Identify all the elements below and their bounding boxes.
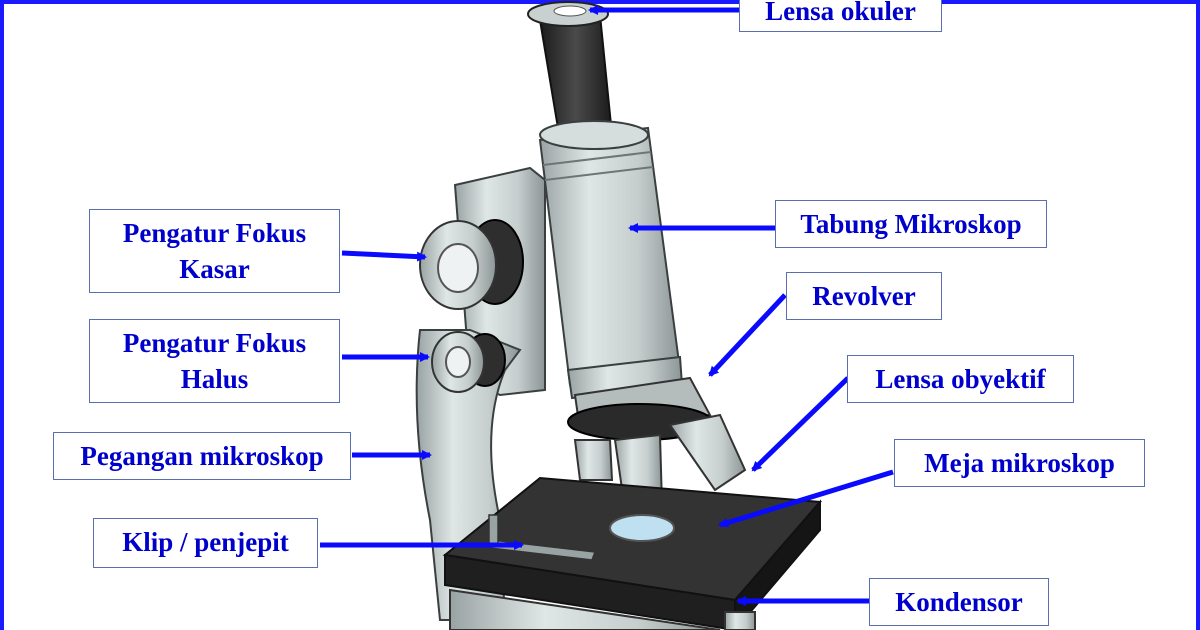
- label-pegangan-text: Pegangan mikroskop: [80, 441, 324, 471]
- label-lensa-okuler: Lensa okuler: [739, 0, 942, 32]
- label-pengatur-fokus-halus: Pengatur Fokus Halus: [89, 319, 340, 403]
- label-tabung-text: Tabung Mikroskop: [800, 209, 1022, 239]
- label-kondensor-text: Kondensor: [895, 587, 1023, 617]
- label-pegangan-mikroskop: Pegangan mikroskop: [53, 432, 351, 480]
- stage-table: [442, 476, 823, 630]
- focus-knobs: [419, 219, 524, 393]
- arrow-revolver: [708, 293, 787, 377]
- label-meja-mikroskop: Meja mikroskop: [894, 439, 1145, 487]
- label-pengatur-fokus-kasar: Pengatur Fokus Kasar: [89, 209, 340, 293]
- label-tabung-mikroskop: Tabung Mikroskop: [775, 200, 1047, 248]
- label-revolver-text: Revolver: [812, 281, 916, 311]
- label-fokus-halus-line1: Pengatur Fokus: [122, 328, 307, 358]
- label-fokus-halus-line2: Halus: [180, 364, 249, 394]
- label-lensa-obyektif: Lensa obyektif: [847, 355, 1074, 403]
- label-fokus-kasar-line2: Kasar: [179, 254, 250, 284]
- label-kondensor: Kondensor: [869, 578, 1049, 626]
- label-meja-text: Meja mikroskop: [924, 448, 1115, 478]
- arrow-meja: [718, 469, 894, 528]
- tube: [538, 120, 684, 400]
- pointer-arrows: [320, 5, 894, 606]
- eyepiece: [527, 1, 614, 142]
- base: [449, 588, 756, 630]
- arrow-fokus-kasar: [341, 250, 427, 262]
- label-fokus-kasar-line1: Pengatur Fokus: [122, 218, 307, 248]
- label-revolver: Revolver: [786, 272, 942, 320]
- label-lensa-okuler-text: Lensa okuler: [765, 0, 916, 26]
- label-klip-penjepit: Klip / penjepit: [93, 518, 318, 568]
- label-lensa-obyektif-text: Lensa obyektif: [875, 364, 1046, 394]
- label-klip-text: Klip / penjepit: [122, 527, 289, 557]
- arrow-lensa-obyektif: [751, 376, 850, 472]
